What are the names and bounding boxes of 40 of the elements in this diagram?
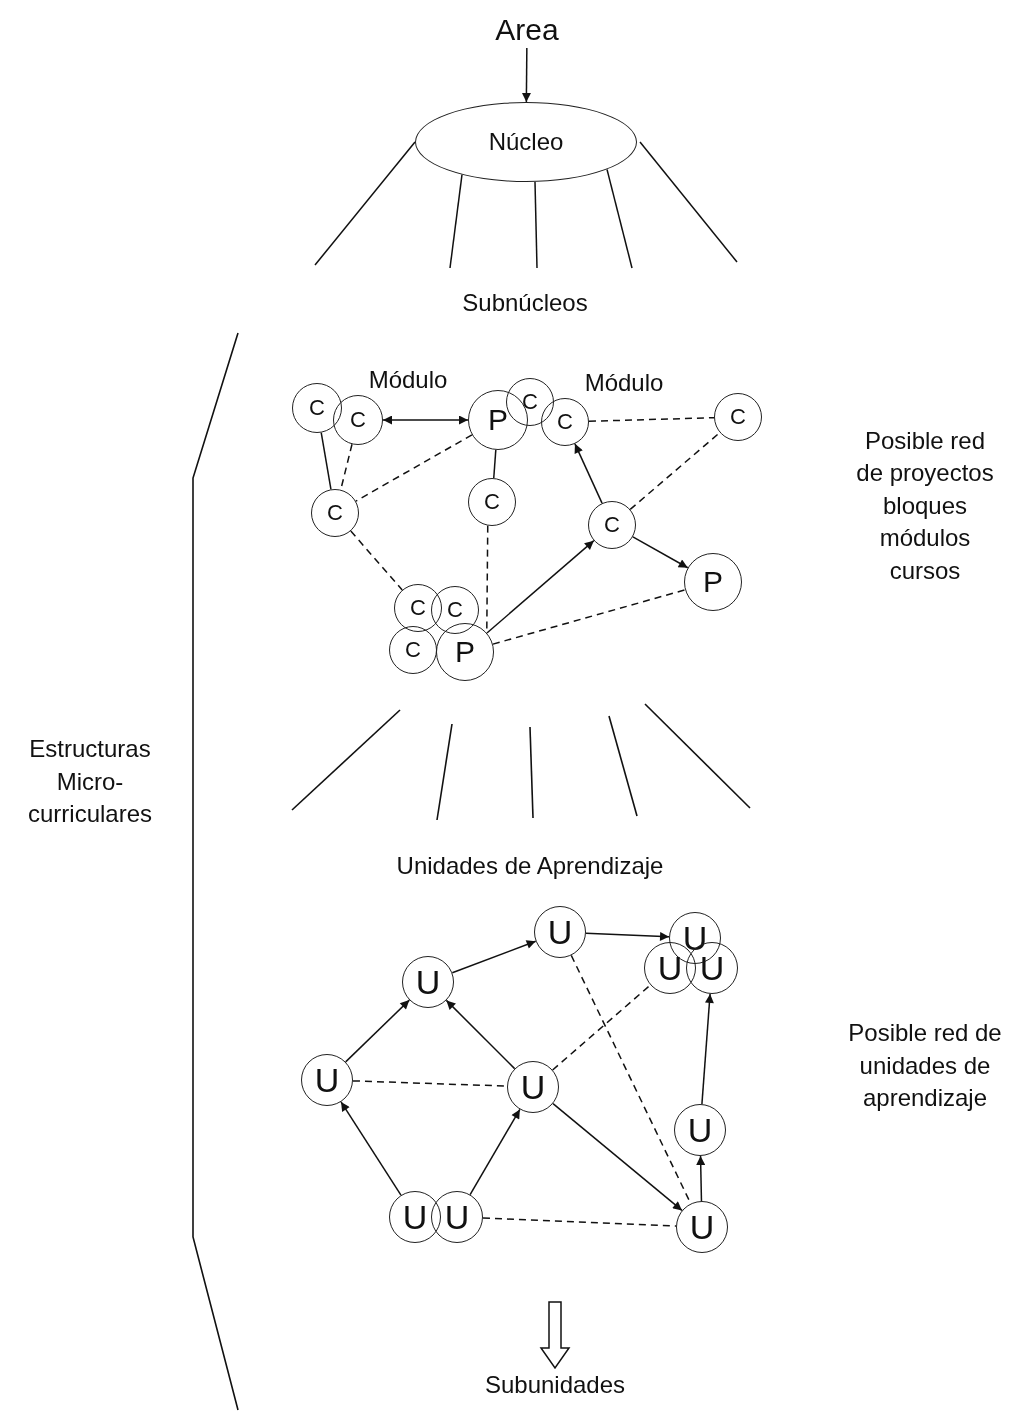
arrow <box>486 539 595 634</box>
connector-line <box>449 173 463 269</box>
circle-node: C <box>292 383 342 433</box>
connector-line <box>493 449 497 479</box>
connector-line <box>320 431 332 491</box>
dashed-line <box>551 984 652 1071</box>
hollow-arrow <box>539 1301 571 1370</box>
dashed-line <box>350 530 403 591</box>
arrow <box>574 443 603 504</box>
arrow <box>552 1102 683 1212</box>
arrow <box>344 999 411 1063</box>
connector-line <box>534 181 538 269</box>
circle-node: C <box>333 395 383 445</box>
dashed-line <box>482 1217 677 1227</box>
connector-line <box>639 141 738 263</box>
text-label: Unidades de Aprendizaje <box>395 850 665 881</box>
arrow <box>585 931 670 941</box>
arrow <box>382 415 469 425</box>
arrow <box>521 47 531 103</box>
text-label: Posible red de unidades de aprendizaje <box>847 1018 1003 1114</box>
text-label: Posible red de proyectos bloques módulos cursos <box>855 426 995 586</box>
text-label: Estructuras Micro-curriculares <box>27 734 153 830</box>
text-label: Módulo <box>367 364 449 395</box>
dashed-line <box>629 431 721 511</box>
node-label: Subunidades <box>470 1368 640 1402</box>
arrow <box>340 1101 402 1196</box>
arrow <box>701 993 714 1105</box>
arrow <box>632 536 689 569</box>
arrow <box>445 999 516 1070</box>
node-label: Area <box>487 12 567 48</box>
dashed-line <box>588 416 715 423</box>
connector-line <box>606 168 633 269</box>
connector-line <box>314 141 416 266</box>
text-label: Subnúcleos <box>461 287 589 318</box>
arrow <box>696 1155 706 1202</box>
arrow <box>451 940 537 974</box>
dashed-line <box>355 434 473 502</box>
arrow <box>469 1108 521 1196</box>
dashed-line <box>492 589 686 645</box>
text-label: Módulo <box>583 367 665 398</box>
